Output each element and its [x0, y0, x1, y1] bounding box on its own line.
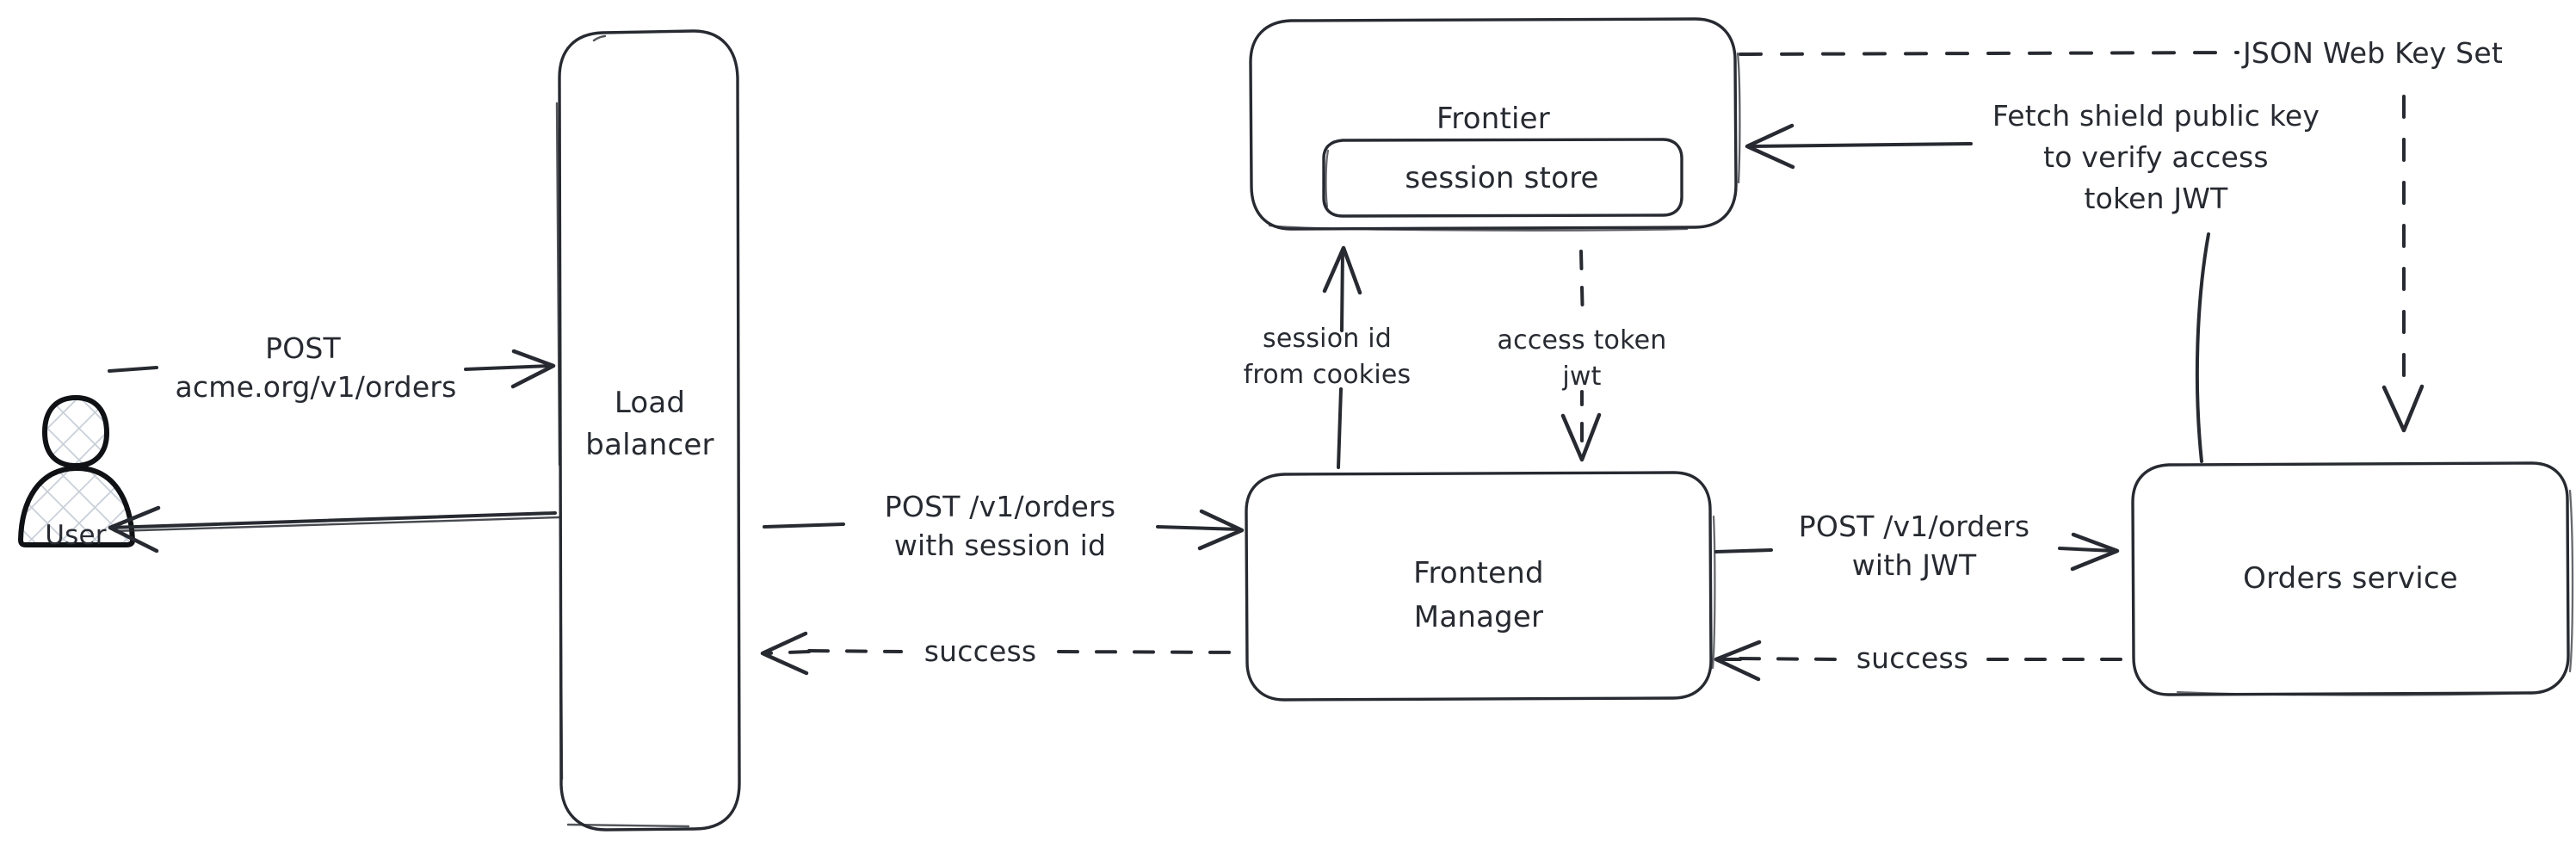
edge-label-post-jwt-line1: POST /v1/orders	[1798, 510, 2030, 543]
frontend-manager-label-line1: Frontend	[1413, 556, 1544, 590]
edge-orders-to-frontier-fetch	[1745, 123, 2210, 463]
edge-label-fetch-key-line2: to verify access	[2043, 140, 2269, 174]
orders-service-box[interactable]	[2131, 461, 2574, 696]
frontier-box[interactable]	[1249, 17, 1741, 232]
edge-orders-to-frontend-success	[1714, 640, 2128, 682]
load-balancer-label-line2: balancer	[585, 428, 714, 462]
edge-frontier-to-orders-jwks	[1739, 51, 2425, 433]
edge-label-post-session-line2: with session id	[893, 529, 1107, 562]
edge-label-post-session-line1: POST /v1/orders	[884, 490, 1116, 523]
edge-label-session-id-line2: from cookies	[1243, 360, 1412, 390]
edge-frontend-to-frontier	[1322, 245, 1362, 469]
edge-label-success-right: success	[1856, 641, 1969, 675]
edge-label-success-left: success	[924, 634, 1037, 668]
load-balancer-box[interactable]	[555, 29, 741, 832]
edge-label-fetch-key-line3: token JWT	[2084, 182, 2228, 215]
edge-label-post-acme-line2: acme.org/v1/orders	[175, 370, 457, 404]
edge-frontend-to-lb-success	[760, 631, 1243, 676]
edge-label-session-id-line1: session id	[1263, 324, 1392, 354]
edge-label-jwks: JSON Web Key Set	[2243, 36, 2503, 70]
edge-lb-to-user	[108, 505, 561, 553]
edge-lb-to-frontend	[763, 509, 1245, 551]
load-balancer-label-line1: Load	[614, 386, 686, 420]
edge-label-access-token-line1: access token	[1497, 325, 1667, 355]
edge-label-post-jwt-line2: with JWT	[1851, 548, 1977, 582]
user-actor-icon	[18, 395, 135, 547]
frontend-manager-box[interactable]	[1245, 471, 1716, 702]
edge-label-fetch-key-line1: Fetch shield public key	[1992, 99, 2320, 133]
edge-frontier-to-frontend	[1560, 250, 1602, 462]
edge-user-to-lb	[108, 349, 556, 389]
orders-service-label: Orders service	[2243, 561, 2458, 596]
frontend-manager-label-line2: Manager	[1413, 600, 1544, 634]
edge-label-post-acme-line1: POST	[265, 331, 341, 365]
edge-frontend-to-orders	[1714, 532, 2120, 572]
edge-label-access-token-line2: jwt	[1562, 362, 1602, 392]
frontier-label: Frontier	[1436, 102, 1550, 136]
user-label: User	[45, 520, 107, 551]
session-store-box[interactable]	[1322, 138, 1683, 218]
session-store-label: session store	[1405, 161, 1599, 195]
